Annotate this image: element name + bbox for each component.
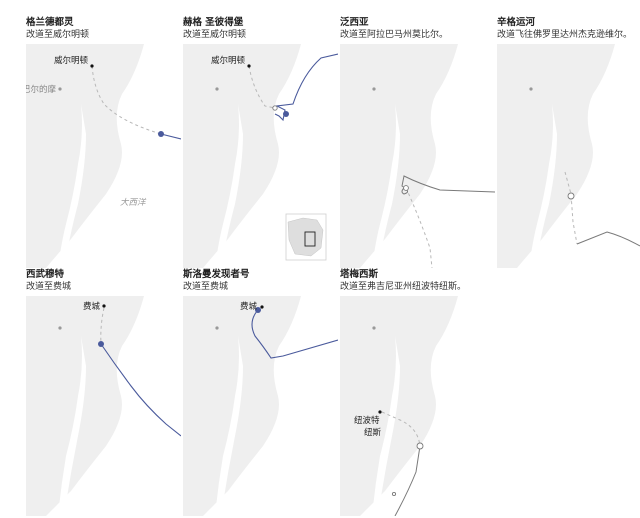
ship-name: 斯洛曼发现者号 xyxy=(183,269,250,280)
city-dot-gray xyxy=(372,326,376,330)
ship-diversion: 改道至费城 xyxy=(183,282,229,292)
ocean-area xyxy=(360,296,495,516)
city-label: 费城 xyxy=(83,301,101,312)
ship-diversion: 改道至阿拉巴马州莫比尔。 xyxy=(340,30,449,40)
minor-point xyxy=(391,491,397,497)
ship-diversion: 改道至费城 xyxy=(26,282,72,292)
ship-name: 西武穆特 xyxy=(26,269,65,280)
city-dot-gray xyxy=(529,87,533,91)
divert-point xyxy=(272,105,278,111)
city-dot xyxy=(247,64,251,68)
route-line xyxy=(100,343,181,437)
route-dashed xyxy=(564,171,578,245)
city-dot-gray xyxy=(372,87,376,91)
ship-diversion: 改道至威尔明顿 xyxy=(26,30,90,40)
route-line xyxy=(251,307,338,359)
panel-pan-asia: 泛西亚 改道至阿拉巴马州莫比尔。 xyxy=(340,14,495,268)
map: 威尔明顿 xyxy=(183,44,338,268)
bay-area xyxy=(58,336,86,516)
bay-area xyxy=(215,336,243,516)
panel-grand-turin: 格兰德都灵 改道至威尔明顿 威尔明顿 巴尔的摩 大西洋 xyxy=(26,14,181,268)
city-dot-gray xyxy=(58,326,62,330)
city-label-gray: 巴尔的摩 xyxy=(26,84,56,95)
map xyxy=(497,44,640,268)
bay-area xyxy=(215,104,243,268)
route-line xyxy=(394,445,421,516)
bay-area xyxy=(372,336,400,516)
route-dashed xyxy=(381,411,421,447)
route-line xyxy=(576,231,640,247)
divert-point xyxy=(416,442,424,450)
bay-area xyxy=(529,104,557,268)
ship-name: 塔梅西斯 xyxy=(340,269,379,280)
ocean-area xyxy=(203,44,338,268)
route-dashed xyxy=(91,65,162,135)
route-dashed xyxy=(405,187,433,268)
us-inset-map xyxy=(285,213,327,261)
ocean-area xyxy=(517,44,640,268)
ship-position xyxy=(283,111,289,117)
city-dot xyxy=(102,304,106,308)
ship-name: 辛格运河 xyxy=(497,17,536,28)
ship-name: 格兰德都灵 xyxy=(26,17,74,28)
city-dot xyxy=(260,305,264,309)
panel-hoegh-st-petersburg: 赫格 圣彼得堡 改道至威尔明顿 威尔明顿 xyxy=(183,14,338,268)
ocean-area xyxy=(360,44,495,268)
city-label: 威尔明顿 xyxy=(211,55,246,66)
bay-area xyxy=(372,104,400,268)
map: 纽波特 纽斯 xyxy=(340,296,495,516)
city-dot xyxy=(90,64,94,68)
map xyxy=(340,44,495,268)
bay-area xyxy=(58,104,86,268)
city-dot-gray xyxy=(58,87,62,91)
map: 威尔明顿 巴尔的摩 大西洋 xyxy=(26,44,181,268)
city-label: 威尔明顿 xyxy=(54,55,89,66)
panel-sloman-discoverer: 斯洛曼发现者号 改道至费城 费城 xyxy=(183,266,338,516)
ship-name: 泛西亚 xyxy=(340,17,369,28)
divert-point xyxy=(403,185,409,191)
panel-west-moment: 西武穆特 改道至费城 费城 xyxy=(26,266,181,516)
ship-diversion: 改道至威尔明顿 xyxy=(183,30,247,40)
inset-highlight-box xyxy=(304,231,316,247)
divert-point xyxy=(567,192,575,200)
inset-land xyxy=(287,217,324,257)
ship-position xyxy=(255,307,261,313)
city-dot-gray xyxy=(215,326,219,330)
map: 费城 xyxy=(183,296,338,516)
panel-tamesis: 塔梅西斯 改道至弗吉尼亚州纽波特纽斯。 纽波特 纽斯 xyxy=(340,266,495,516)
route-line xyxy=(160,133,181,140)
ocean-area xyxy=(46,44,181,268)
ship-diversion: 改道至弗吉尼亚州纽波特纽斯。 xyxy=(340,282,467,292)
ship-diversion: 改道飞往佛罗里达州杰克逊维尔。 xyxy=(497,30,633,40)
city-label-line2: 纽斯 xyxy=(364,427,382,438)
city-dot-gray xyxy=(215,87,219,91)
city-label-line1: 纽波特 xyxy=(354,415,380,426)
route-dashed xyxy=(100,307,105,345)
ocean-area xyxy=(203,296,338,516)
city-dot xyxy=(378,410,382,414)
map: 费城 xyxy=(26,296,181,516)
ocean-area xyxy=(46,296,181,516)
ship-position xyxy=(158,131,164,137)
ship-name: 赫格 圣彼得堡 xyxy=(183,17,244,28)
route-dashed xyxy=(248,65,276,109)
panel-singapore-canal: 辛格运河 改道飞往佛罗里达州杰克逊维尔。 xyxy=(497,14,640,268)
ship-position xyxy=(98,341,104,347)
city-label: 费城 xyxy=(240,301,258,312)
ocean-label: 大西洋 xyxy=(120,197,147,208)
